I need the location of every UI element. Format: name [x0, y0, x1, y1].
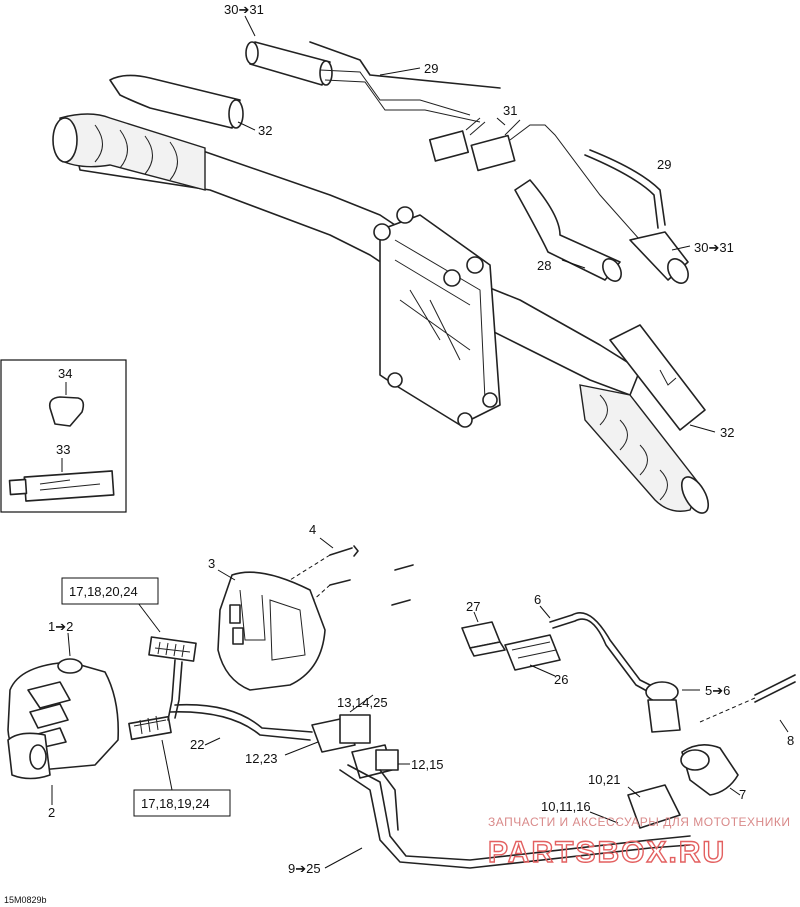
connector-26 [504, 634, 561, 677]
boxed-label-bottom-text: 17,18,19,24 [141, 796, 210, 811]
connector-block-12-23 [284, 694, 374, 756]
boxed-label-top: 17,18,20,24 [61, 577, 159, 605]
label-31: 31 [503, 103, 517, 118]
label-9-25: 9➔25 [288, 861, 321, 876]
inset-box [0, 359, 127, 513]
label-12-15: 12,15 [411, 757, 444, 772]
figure-id: 15M0829b [4, 895, 47, 905]
part-7 [680, 744, 741, 796]
handlebar [52, 113, 710, 514]
label-32-left: 32 [258, 123, 272, 138]
watermark: ЗАПЧАСТИ И АКСЕССУАРЫ ДЛЯ МОТОТЕХНИКИ PA… [487, 815, 790, 870]
label-29-right: 29 [657, 157, 671, 172]
connector-17-bottom [128, 715, 173, 791]
sensor-5-6 [645, 681, 700, 733]
label-10-21: 10,21 [588, 772, 621, 787]
lever-2 [7, 732, 53, 805]
boxed-label-top-text: 17,18,20,24 [69, 584, 138, 599]
heater-30-right [629, 231, 691, 284]
harness-9-25 [324, 764, 691, 869]
tube-28 [514, 179, 622, 282]
label-13-14-25: 13,14,25 [337, 695, 388, 710]
label-3: 3 [208, 556, 215, 571]
label-30-31-right: 30➔31 [694, 240, 734, 255]
label-4: 4 [309, 522, 316, 537]
watermark-line1: ЗАПЧАСТИ И АКСЕССУАРЫ ДЛЯ МОТОТЕХНИКИ [488, 815, 790, 829]
connector-17-top [134, 598, 197, 662]
tube-33 [8, 470, 115, 502]
label-32-right: 32 [720, 425, 734, 440]
label-27: 27 [466, 599, 480, 614]
wire-6 [539, 605, 661, 697]
boxed-label-bottom: 17,18,19,24 [133, 789, 231, 817]
left-grip [59, 113, 206, 191]
label-30-31-top: 30➔31 [224, 2, 264, 17]
label-8: 8 [787, 733, 794, 748]
housing-3 [217, 569, 326, 691]
sleeve-32-right [609, 324, 716, 433]
label-29-top: 29 [424, 61, 438, 76]
label-33: 33 [56, 442, 70, 457]
pin-8 [699, 674, 796, 733]
clamp-34 [48, 396, 85, 427]
label-1-2: 1➔2 [48, 619, 73, 634]
harness-22 [167, 659, 313, 746]
screws-4 [289, 537, 414, 613]
module-10-21 [627, 784, 681, 829]
label-2: 2 [48, 805, 55, 820]
connector-27 [461, 611, 506, 657]
label-28: 28 [537, 258, 551, 273]
label-26: 26 [554, 672, 568, 687]
label-7: 7 [739, 787, 746, 802]
label-10-11-16: 10,11,16 [541, 799, 591, 814]
labels: 30➔31 29 31 32 29 28 30➔31 32 34 33 4 3 … [48, 2, 794, 876]
wire-29-right [584, 149, 666, 229]
label-6: 6 [534, 592, 541, 607]
watermark-line2: PARTSBOX.RU [488, 836, 726, 869]
label-34: 34 [58, 366, 72, 381]
label-22: 22 [190, 737, 204, 752]
connectors-31 [428, 117, 641, 241]
label-12-23: 12,23 [245, 751, 278, 766]
connector-block-12-15 [351, 744, 410, 779]
label-5-6: 5➔6 [705, 683, 730, 698]
sleeve-32-left [109, 74, 256, 131]
wire-29-top [309, 41, 501, 89]
heater-30-top [244, 15, 481, 123]
